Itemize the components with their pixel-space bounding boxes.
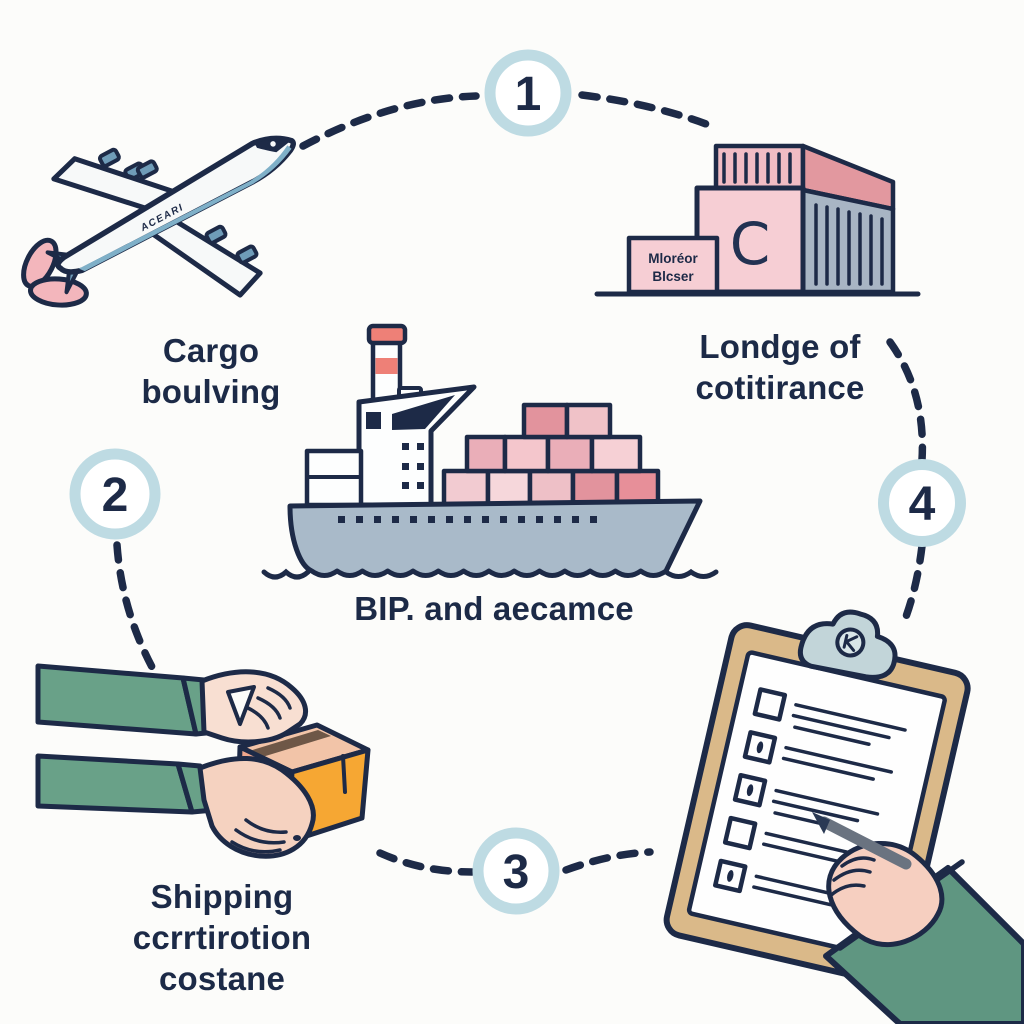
plane-belly-stripe <box>78 145 292 272</box>
plane-engine-far-1 <box>135 159 159 180</box>
caption-warehouse: Londge of cotitirance <box>695 328 865 406</box>
ship-bridge-window <box>366 412 381 429</box>
upper-sleeve <box>35 663 199 737</box>
ship-containers <box>441 402 661 508</box>
checkbox-mark <box>756 741 764 754</box>
lower-sleeve <box>35 753 195 815</box>
marker-number: 4 <box>909 478 936 531</box>
airplane-icon: ACEARI <box>21 135 296 308</box>
connector-4-to-clipboard <box>900 542 926 626</box>
checkbox-mark <box>746 784 754 797</box>
marker-number: 1 <box>515 68 542 121</box>
lower-hand-finger-lines <box>230 818 288 854</box>
caption-package: Shipping ccrrtirotion costane <box>132 878 312 997</box>
writing-finger-lines <box>828 856 876 898</box>
pen-barrel <box>818 816 912 870</box>
plane-engine-near-1 <box>204 224 228 245</box>
step-marker-3: 3 <box>472 827 560 915</box>
checklist-row <box>752 687 907 747</box>
plane-engine-far-2 <box>97 147 121 168</box>
package-hands-icon <box>35 663 371 859</box>
connector-2-to-package <box>113 541 162 682</box>
package-tape-side <box>341 754 347 794</box>
warehouse-top-stripes <box>722 152 792 184</box>
warehouse-side-stripes <box>814 203 884 286</box>
water-line-left <box>261 568 311 580</box>
marker-ring <box>484 49 572 137</box>
ship-funnel-band <box>375 358 398 374</box>
marker-ring <box>878 459 966 547</box>
package-tape-strip <box>246 730 331 758</box>
pen-tip <box>812 812 830 834</box>
warehouse-letter: C <box>730 210 771 278</box>
connector-label-to-4 <box>886 338 927 464</box>
upper-hand-thumb-gap <box>226 685 256 726</box>
warehouse-sign-line2: Blcser <box>652 269 694 284</box>
ship-hull <box>287 498 703 578</box>
clipboard-icon <box>663 609 1024 1024</box>
ship-deckhouse-windows <box>402 443 424 489</box>
marker-ring <box>69 448 161 540</box>
connector-1-to-building <box>578 91 718 131</box>
ship-windshield <box>392 395 455 430</box>
warehouse-sign-line1: Mloréor <box>648 251 698 266</box>
connector-package-to-3 <box>376 849 476 876</box>
ship-portholes <box>338 516 597 523</box>
plane-engine-near-2 <box>235 244 259 265</box>
step-marker-4: 4 <box>878 459 966 547</box>
connector-plane-to-1 <box>299 92 480 150</box>
caption-cargo-loading: Cargo boulving <box>141 332 281 410</box>
step-marker-2: 2 <box>69 448 161 540</box>
ship-funnel-cap <box>366 323 408 346</box>
plane-cockpit-window <box>267 138 279 150</box>
warehouse-icon: C Mloréor Blcser <box>594 143 921 297</box>
upper-hand-finger-lines <box>246 686 292 730</box>
lower-hand-nail <box>293 835 301 841</box>
connector-3-to-clipboard <box>562 848 654 874</box>
caption-ship: BIP. and aecamce <box>354 590 634 627</box>
checkbox-mark <box>727 870 734 882</box>
step-marker-1: 1 <box>484 49 572 137</box>
water-line-right <box>663 568 719 579</box>
cargo-ship-icon <box>261 323 719 580</box>
checklist-row <box>742 730 894 781</box>
upper-hand <box>199 669 309 745</box>
marker-number: 3 <box>503 846 530 899</box>
warehouse-sign-block <box>626 235 720 295</box>
marker-ring <box>472 827 560 915</box>
clipboard-clip-emblem-glyph <box>842 634 859 652</box>
dashed-connectors <box>113 91 927 876</box>
marker-number: 2 <box>102 469 129 522</box>
plane-fuselage <box>55 135 296 275</box>
plane-tail-fin-lower <box>27 276 89 308</box>
